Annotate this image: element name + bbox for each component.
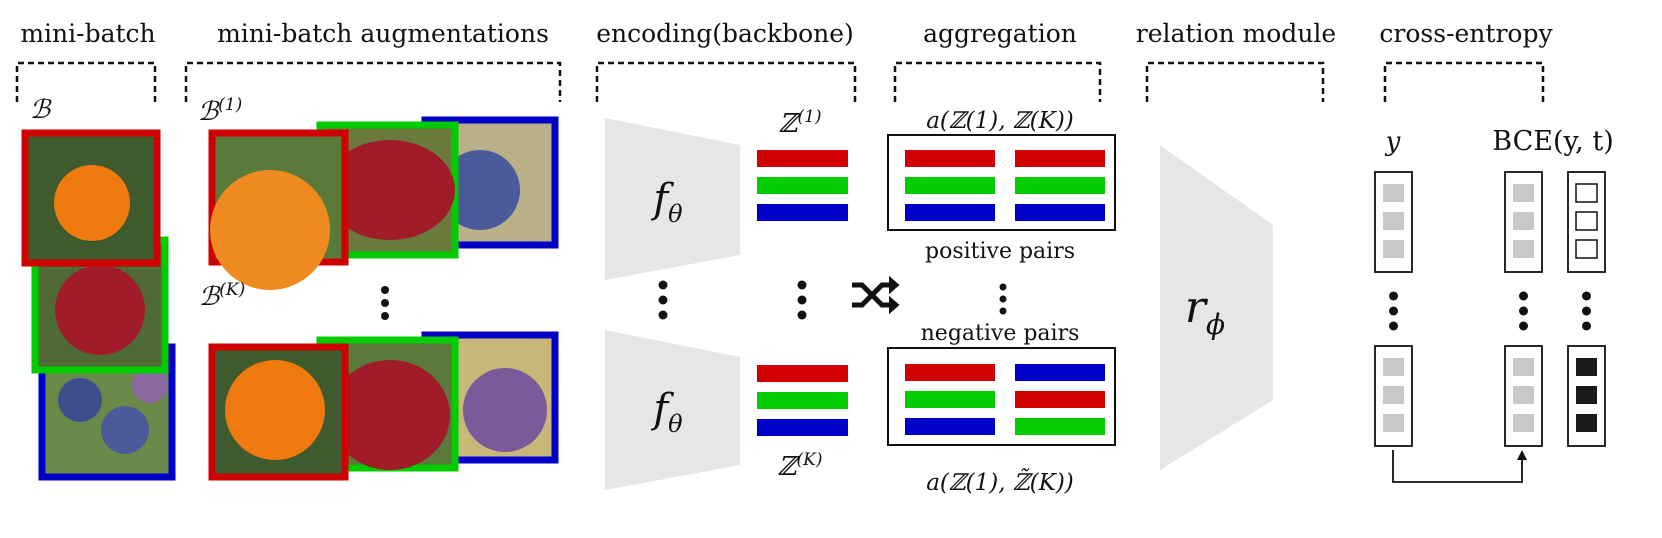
vertical-ellipsis-dot [1582,306,1591,316]
z-1-label: ℤ(1) [778,107,821,139]
target-cell-one [1576,414,1597,432]
vertical-ellipsis-dot [1519,291,1528,301]
vertical-ellipsis-dot [1389,321,1398,331]
target-cell-zero [1575,183,1598,203]
pred-cell [1513,414,1534,432]
z-k-label: ℤ(K) [778,450,823,482]
stage-title-aggregation: aggregation [923,19,1077,48]
svg-text:rϕ: rϕ [1185,282,1225,341]
bce-label: BCE(y, t) [1492,126,1613,157]
batch-symbol: ℬ [30,95,52,125]
image-orange [21,129,161,267]
batch-1-symbol: ℬ(1) [198,95,243,127]
pred-cell [1513,212,1534,230]
vertical-ellipsis-dot [1519,306,1528,316]
target-cell-zero [1575,239,1598,259]
negative-pairs-box [887,347,1116,446]
stage-title-mini-batch: mini-batch [20,19,155,48]
negative-pairs-label: negative pairs [921,321,1080,346]
stage-title-cross-entropy: cross-entropy [1379,19,1553,48]
svg-text:fθ: fθ [650,176,683,228]
y-cell [1383,358,1404,376]
y-cell [1383,212,1404,230]
y-cell [1383,414,1404,432]
pred-cell [1513,240,1534,258]
stage-title-encoding: encoding(backbone) [596,19,854,48]
augmented-images-bottom [208,331,559,481]
dashed-brackets [15,61,1545,102]
y-cell [1383,240,1404,258]
vertical-ellipsis [999,283,1007,315]
vertical-ellipsis-dot [1389,306,1398,316]
vertical-ellipsis [658,280,807,320]
target-cell-one [1576,358,1597,376]
vertical-ellipsis [381,286,389,320]
aggregation-negative-formula: a(ℤ(1), ℤ̃(K)) [926,468,1074,496]
stage-title-relation: relation module [1136,19,1336,48]
relation-module: rϕ [1160,145,1273,470]
mini-batch-images [21,129,176,481]
pred-cell [1513,358,1534,376]
encoder-bottom: fθ [605,330,740,490]
connector-arrow [1392,450,1523,483]
y-label: y [1385,127,1401,157]
target-cell-one [1576,386,1597,404]
y-cell [1383,386,1404,404]
pred-cell [1513,184,1534,202]
vertical-ellipsis-dot [1389,291,1398,301]
augmented-images [208,116,559,481]
shuffle-icon [852,275,900,315]
y-cell [1383,184,1404,202]
image-apple [31,236,169,374]
batch-k-symbol: ℬ(K) [199,280,245,312]
target-cell-zero [1575,211,1598,231]
positive-pairs-label: positive pairs [925,239,1075,264]
positive-pairs-box [887,134,1116,231]
embedding-z1 [757,150,848,221]
vertical-ellipsis-dot [1582,321,1591,331]
aggregation-positive-formula: a(ℤ(1), ℤ(K)) [926,108,1074,134]
vertical-ellipsis-dot [1519,321,1528,331]
arrow-head-icon [1517,450,1527,460]
stage-title-augmentations: mini-batch augmentations [217,19,549,48]
output-vectors [1374,171,1606,447]
pred-cell [1513,386,1534,404]
augmented-images-top [208,116,559,290]
embedding-zk [757,365,848,436]
vertical-ellipsis-dot [1582,291,1591,301]
encoder-top: fθ [605,118,740,280]
